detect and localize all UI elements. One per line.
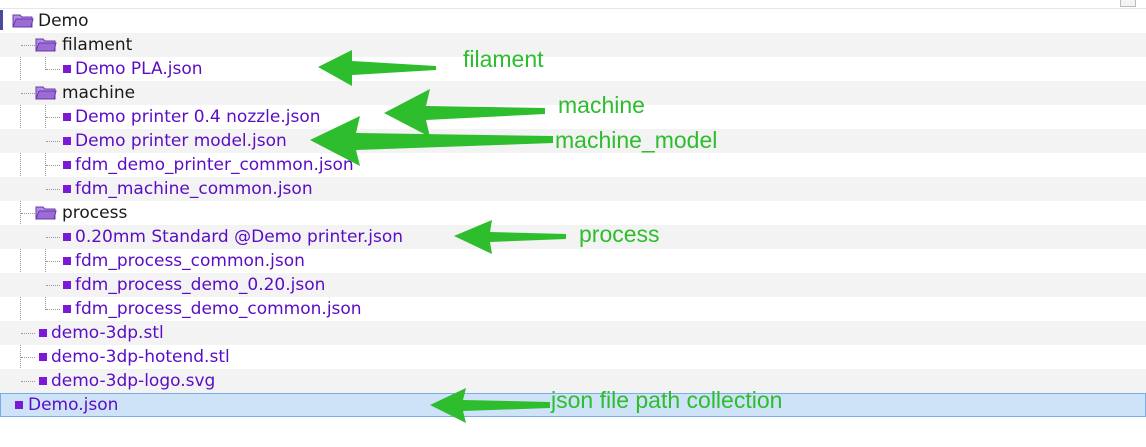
file-label: Demo PLA.json	[75, 59, 203, 79]
tree-connector	[45, 225, 46, 310]
tree-file-row[interactable]: demo-3dp-logo.svg	[0, 369, 1146, 393]
folder-label: filament	[62, 35, 133, 55]
green-arrow	[310, 116, 553, 166]
tree-connector	[46, 165, 60, 166]
tree-connector	[46, 189, 60, 190]
file-icon	[63, 233, 71, 241]
folder-open-icon	[12, 14, 34, 28]
tree-file-row[interactable]: demo-3dp.stl	[0, 321, 1146, 345]
tree-root-row[interactable]: Demo	[0, 9, 1146, 33]
tree-file-row-selected[interactable]: Demo.json	[0, 393, 1146, 417]
file-icon	[63, 161, 71, 169]
file-icon	[63, 305, 71, 313]
folder-label: machine	[62, 83, 136, 103]
window-top-strip	[0, 0, 1146, 9]
green-arrow	[384, 89, 545, 137]
file-icon	[39, 329, 47, 337]
green-arrow	[318, 50, 436, 86]
file-label: fdm_process_demo_common.json	[75, 299, 362, 319]
tree-file-row[interactable]: fdm_machine_common.json	[0, 177, 1146, 201]
file-label: 0.20mm Standard @Demo printer.json	[75, 227, 404, 247]
tree-file-row[interactable]: Demo printer model.json	[0, 129, 1146, 153]
file-label: Demo.json	[28, 395, 119, 415]
tree-file-row[interactable]: fdm_process_demo_common.json	[0, 297, 1146, 321]
green-arrow	[430, 388, 550, 423]
annotation-process: process	[579, 221, 660, 247]
tree-connector	[46, 117, 60, 118]
tree-connector	[21, 45, 35, 46]
folder-label: process	[62, 203, 128, 223]
file-icon	[39, 353, 47, 361]
file-label: fdm_process_demo_0.20.json	[75, 275, 326, 295]
tree-root-label: Demo	[38, 11, 89, 31]
tree-connector	[46, 237, 60, 238]
file-label: Demo printer 0.4 nozzle.json	[75, 107, 321, 127]
file-icon	[39, 377, 47, 385]
annotation-machine: machine	[558, 92, 645, 118]
annotation-machine-model: machine_model	[555, 127, 718, 153]
tree-connector	[21, 333, 35, 334]
tree-connector	[46, 309, 60, 310]
scrollbar-arrow[interactable]	[1120, 0, 1136, 7]
file-icon	[63, 281, 71, 289]
tree-connector	[21, 357, 35, 358]
tree-connector	[45, 57, 46, 70]
tree-file-row[interactable]: fdm_demo_printer_common.json	[0, 153, 1146, 177]
file-label: demo-3dp-hotend.stl	[51, 347, 230, 367]
annotation-filament: filament	[463, 46, 544, 72]
annotation-json: json file path collection	[551, 387, 783, 413]
tree-folder-row-filament[interactable]: filament	[0, 33, 1146, 57]
tree-connector	[46, 141, 60, 142]
left-edge-marker	[0, 10, 3, 30]
tree-file-row[interactable]: demo-3dp-hotend.stl	[0, 345, 1146, 369]
file-icon	[15, 401, 23, 409]
tree-file-row[interactable]: Demo printer 0.4 nozzle.json	[0, 105, 1146, 129]
folder-open-icon	[35, 206, 57, 220]
file-label: fdm_demo_printer_common.json	[75, 155, 354, 175]
folder-open-icon	[35, 38, 57, 52]
tree-connector	[46, 69, 60, 70]
file-label: Demo printer model.json	[75, 131, 287, 151]
tree-file-row[interactable]: Demo PLA.json	[0, 57, 1146, 81]
file-label: demo-3dp.stl	[51, 323, 164, 343]
tree-file-row[interactable]: fdm_process_demo_0.20.json	[0, 273, 1146, 297]
file-label: fdm_process_common.json	[75, 251, 305, 271]
tree-file-row[interactable]: fdm_process_common.json	[0, 249, 1146, 273]
tree-connector	[20, 33, 21, 406]
tree-file-row[interactable]: 0.20mm Standard @Demo printer.json	[0, 225, 1146, 249]
tree-folder-row-machine[interactable]: machine	[0, 81, 1146, 105]
tree-connector	[21, 93, 35, 94]
green-arrow	[454, 220, 566, 254]
file-icon	[63, 137, 71, 145]
file-icon	[63, 185, 71, 193]
file-label: demo-3dp-logo.svg	[51, 371, 216, 391]
folder-open-icon	[35, 86, 57, 100]
file-icon	[63, 113, 71, 121]
file-icon	[63, 257, 71, 265]
file-label: fdm_machine_common.json	[75, 179, 313, 199]
tree-connector	[46, 285, 60, 286]
tree-folder-row-process[interactable]: process	[0, 201, 1146, 225]
tree-connector	[21, 213, 35, 214]
tree-connector	[21, 381, 35, 382]
tree-connector	[46, 261, 60, 262]
file-icon	[63, 65, 71, 73]
